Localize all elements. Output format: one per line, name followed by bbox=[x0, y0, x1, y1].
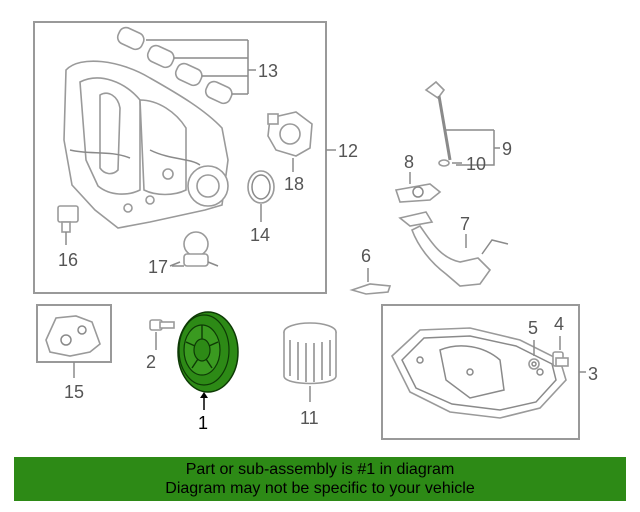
intake-gaskets[interactable] bbox=[115, 25, 234, 105]
callout-9[interactable]: 9 bbox=[502, 139, 512, 159]
callout-15[interactable]: 15 bbox=[64, 382, 84, 402]
callout-13[interactable]: 13 bbox=[258, 61, 278, 81]
callout-8[interactable]: 8 bbox=[404, 152, 414, 172]
oil-filter[interactable] bbox=[283, 322, 337, 385]
throttle-body[interactable] bbox=[267, 111, 313, 157]
oil-dipstick[interactable] bbox=[424, 80, 452, 161]
callout-6[interactable]: 6 bbox=[361, 246, 371, 266]
callout-3[interactable]: 3 bbox=[588, 364, 598, 384]
callout-7[interactable]: 7 bbox=[460, 214, 470, 234]
oil-tube[interactable] bbox=[398, 211, 509, 287]
callout-17[interactable]: 17 bbox=[148, 257, 168, 277]
tube-gasket[interactable] bbox=[394, 183, 442, 203]
drain-washer[interactable] bbox=[528, 358, 540, 370]
banner-line-1: Part or sub-assembly is #1 in diagram bbox=[185, 461, 455, 478]
map-sensor[interactable] bbox=[57, 205, 79, 233]
callout-5[interactable]: 5 bbox=[528, 318, 538, 338]
leader-9 bbox=[446, 129, 500, 166]
callout-2[interactable]: 2 bbox=[146, 352, 156, 372]
banner-line-2: Diagram may not be specific to your vehi… bbox=[165, 480, 475, 497]
crank-bolt[interactable] bbox=[149, 319, 175, 331]
callout-14[interactable]: 14 bbox=[250, 225, 270, 245]
crankshaft-pulley[interactable] bbox=[177, 311, 239, 393]
callout-16[interactable]: 16 bbox=[58, 250, 78, 270]
bracket-6[interactable] bbox=[349, 283, 392, 295]
callout-10[interactable]: 10 bbox=[466, 154, 486, 174]
callout-1[interactable]: 1 bbox=[198, 413, 208, 433]
dipstick-washer[interactable] bbox=[438, 159, 450, 167]
callout-18[interactable]: 18 bbox=[284, 174, 304, 194]
intake-manifold[interactable] bbox=[63, 60, 229, 229]
callout-4[interactable]: 4 bbox=[554, 314, 564, 334]
callout-11[interactable]: 11 bbox=[300, 408, 319, 428]
pcv-valve[interactable] bbox=[169, 231, 219, 267]
drain-plug[interactable] bbox=[552, 351, 569, 367]
leader-13 bbox=[146, 39, 256, 95]
callout-12[interactable]: 12 bbox=[338, 141, 358, 161]
oil-pan[interactable] bbox=[391, 327, 567, 419]
highlight-banner: Part or sub-assembly is #1 in diagram Di… bbox=[14, 457, 626, 501]
engine-bracket[interactable] bbox=[45, 315, 101, 357]
parts-diagram: 13 18 12 14 16 17 9 10 8 bbox=[33, 21, 598, 440]
